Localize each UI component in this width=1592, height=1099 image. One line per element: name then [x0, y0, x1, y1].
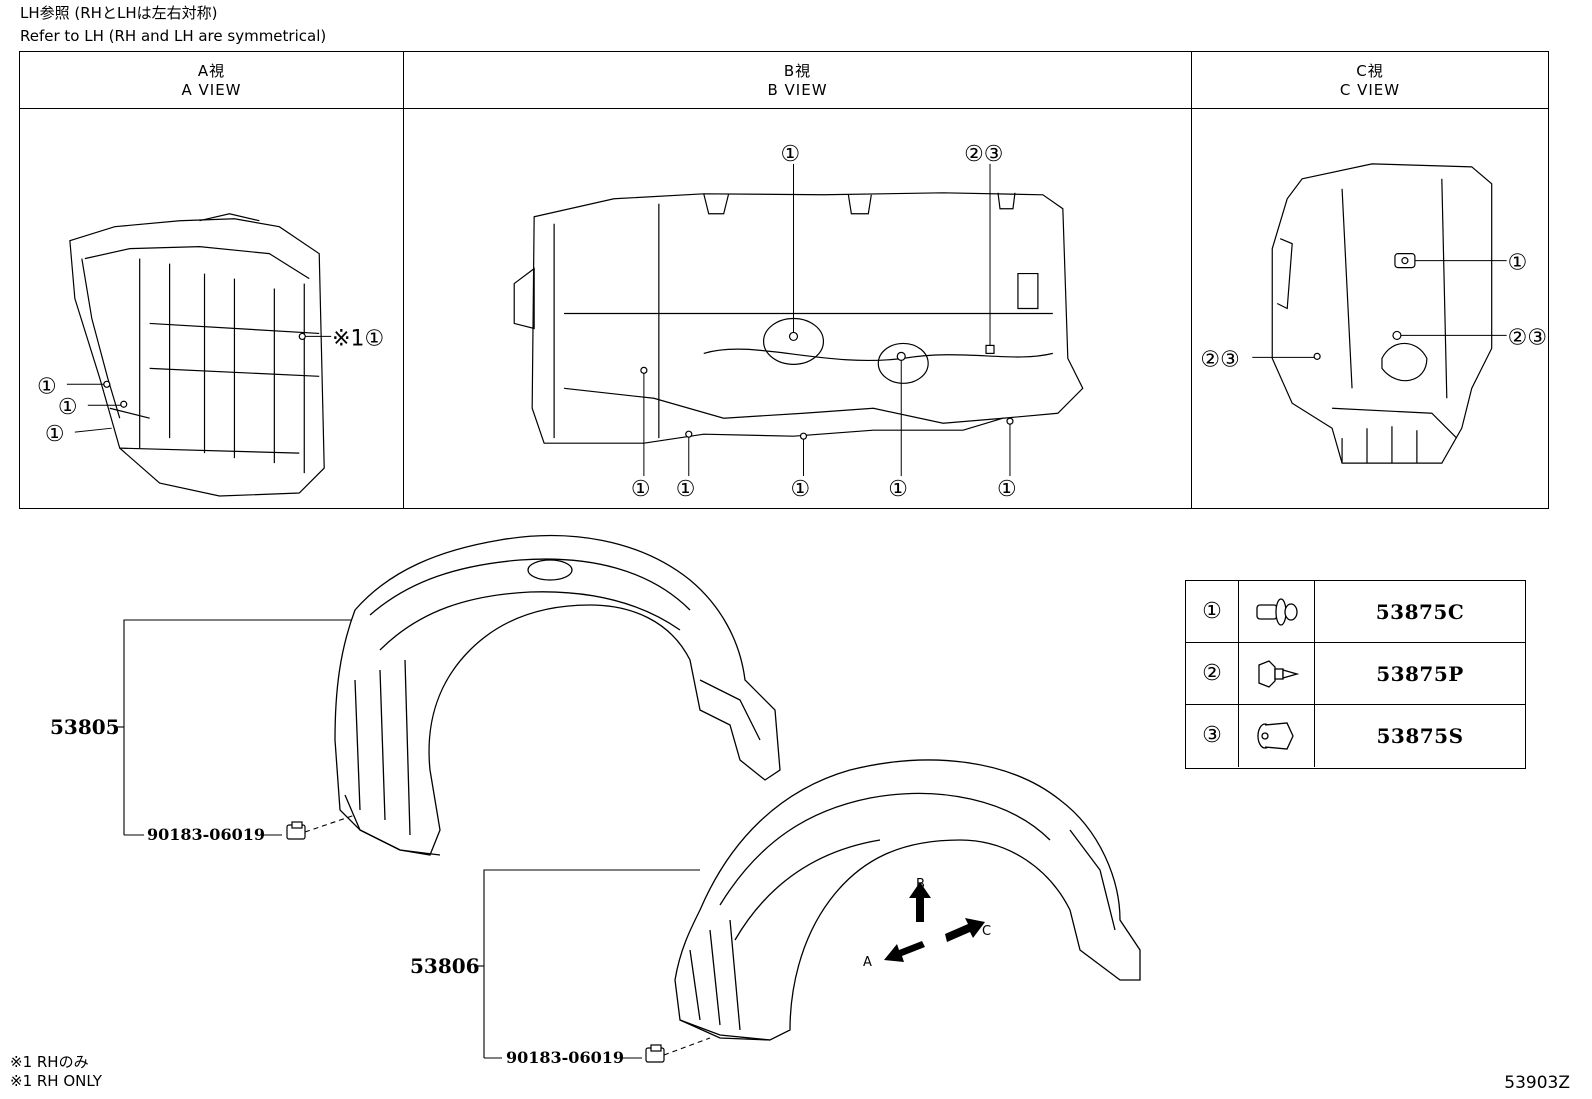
exploded-view-drawing: [114, 534, 1141, 1063]
b-view-header: B視 B VIEW: [404, 52, 1191, 109]
c-view-drawing: ① ②③ ②③: [1192, 109, 1548, 508]
b-view-callout-top-23: ②③: [964, 142, 1003, 167]
dashed-leader-lower: [663, 1037, 711, 1056]
a-view-callout-1c: ①: [45, 422, 65, 447]
parts-row-2-code: 53875P: [1376, 662, 1464, 686]
c-view-title-jp: C視: [1356, 62, 1384, 80]
leader-53805: [123, 619, 352, 835]
parts-row-3-code: 53875S: [1376, 724, 1464, 748]
b-view-drawing: ① ②③ ① ① ① ① ①: [404, 109, 1191, 508]
a-view-panel: A視 A VIEW: [20, 52, 404, 508]
a-view-title-en: A VIEW: [181, 81, 242, 99]
c-view-callout-23-left: ②③: [1200, 347, 1239, 372]
nut-clip-lower-icon: [645, 1044, 665, 1063]
b-view-title-en: B VIEW: [767, 81, 828, 99]
c-view-header: C視 C VIEW: [1192, 52, 1548, 109]
parts-row-2: ② 53875P: [1186, 643, 1525, 705]
b-view-callout-bottom-1e: ①: [997, 477, 1017, 502]
fastener-parts-table: ① 53875C ② 53875P ③: [1185, 580, 1526, 769]
part-number-nut-lower: 90183-06019: [506, 1048, 624, 1067]
b-view-callout-bottom-1b: ①: [676, 477, 696, 502]
c-view-callout-23-right: ②③: [1508, 325, 1547, 350]
direction-arrows: [884, 882, 985, 962]
footnote-english: ※1 RH ONLY: [10, 1072, 102, 1090]
b-view-callout-bottom-1a: ①: [631, 477, 651, 502]
b-view-panel: B視 B VIEW: [404, 52, 1192, 508]
c-view-svg: ① ②③ ②③: [1200, 163, 1547, 464]
parts-row-1: ① 53875C: [1186, 581, 1525, 643]
nut-clip-upper-icon: [286, 821, 306, 840]
parts-row-1-number: ①: [1186, 581, 1239, 642]
b-view-svg: ① ②③ ① ① ① ① ①: [513, 142, 1084, 502]
a-view-drawing: ※1① ① ① ①: [20, 109, 403, 508]
a-view-callout-1a: ①: [37, 374, 57, 399]
parts-row-3-number: ③: [1186, 705, 1239, 767]
c-view-title-en: C VIEW: [1339, 81, 1401, 99]
fender-liner-53805: [334, 534, 781, 856]
a-view-callout-rh-1: ※1①: [332, 326, 384, 351]
c-view-panel: C視 C VIEW: [1192, 52, 1548, 508]
a-view-callout-1b: ①: [58, 395, 78, 420]
screw-grommet-icon: [1239, 643, 1315, 704]
b-view-callout-bottom-1d: ①: [888, 477, 908, 502]
direction-b-label: B: [916, 877, 925, 892]
a-view-svg: ※1① ① ① ①: [37, 213, 384, 497]
note-japanese: LH参照 (RHとLHは左右対称): [20, 4, 218, 22]
fender-liner-53806: [674, 759, 1141, 1041]
direction-c-label: C: [982, 924, 992, 939]
parts-row-3: ③ 53875S: [1186, 705, 1525, 767]
parts-row-1-code: 53875C: [1375, 600, 1465, 624]
views-table: A視 A VIEW: [19, 51, 1549, 509]
c-view-callout-1: ①: [1508, 251, 1528, 276]
b-view-callout-bottom-1c: ①: [791, 477, 811, 502]
part-number-53805: 53805: [50, 715, 120, 739]
a-view-title-jp: A視: [197, 62, 226, 80]
parts-row-2-number: ②: [1186, 643, 1239, 704]
b-view-title-jp: B視: [783, 62, 812, 80]
direction-a-label: A: [863, 955, 872, 970]
leader-53806: [483, 869, 700, 1058]
part-number-53806: 53806: [410, 954, 480, 978]
a-view-header: A視 A VIEW: [20, 52, 403, 109]
push-clip-icon: [1239, 581, 1315, 642]
b-view-callout-top-1: ①: [781, 142, 801, 167]
footnote-japanese: ※1 RHのみ: [10, 1053, 89, 1071]
nut-clip-icon: [1239, 705, 1315, 767]
diagram-id: 53903Z: [1504, 1073, 1570, 1093]
part-number-nut-upper: 90183-06019: [147, 825, 265, 844]
note-english: Refer to LH (RH and LH are symmetrical): [20, 27, 327, 45]
